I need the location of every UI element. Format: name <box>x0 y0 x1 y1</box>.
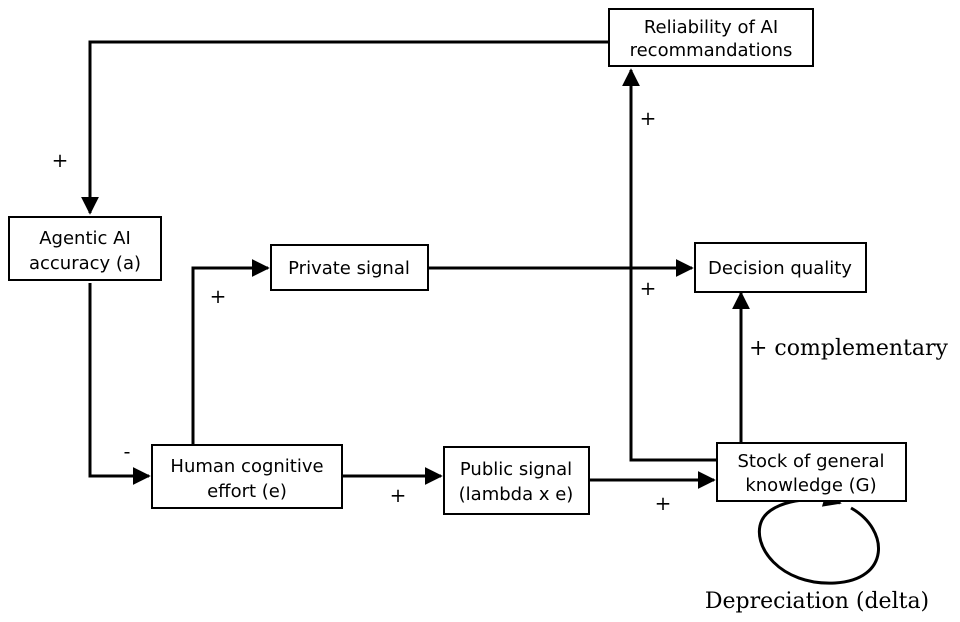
node-public-signal: Public signal (lambda x e) <box>443 446 590 515</box>
sign-stock-to-reliability: + <box>640 106 657 130</box>
node-stock-knowledge-line2: knowledge (G) <box>745 475 876 496</box>
sign-reliability-to-accuracy: + <box>52 148 69 172</box>
sign-stock-to-decision: + complementary <box>749 336 949 361</box>
sign-accuracy-to-effort: - <box>124 439 131 463</box>
depreciation-loop <box>757 489 880 585</box>
depreciation-label: Depreciation (delta) <box>705 589 929 614</box>
sign-effort-to-public: + <box>390 483 407 507</box>
edge-stock-to-reliability <box>622 68 716 462</box>
node-agentic-accuracy-line1: Agentic AI <box>39 228 131 249</box>
node-public-signal-line2: (lambda x e) <box>459 484 574 505</box>
node-agentic-accuracy-line2: accuracy (a) <box>29 253 141 274</box>
node-human-effort-line1: Human cognitive <box>170 456 323 477</box>
node-private-signal-label: Private signal <box>288 258 410 279</box>
node-human-effort-line2: effort (e) <box>207 481 287 502</box>
node-reliability-line2: recommandations <box>630 40 793 61</box>
edge-reliability-to-accuracy <box>81 40 608 215</box>
sign-effort-to-private: + <box>210 284 227 308</box>
node-stock-knowledge-line1: Stock of general <box>737 451 884 472</box>
sign-public-to-stock: + <box>655 491 672 515</box>
node-public-signal-line1: Public signal <box>460 459 572 480</box>
node-stock-knowledge: Stock of general knowledge (G) <box>716 442 907 502</box>
node-decision-quality: Decision quality <box>694 242 867 293</box>
edge-effort-to-private <box>191 259 270 447</box>
node-human-effort: Human cognitive effort (e) <box>151 444 343 509</box>
edge-accuracy-to-effort <box>88 283 151 485</box>
node-reliability-line1: Reliability of AI <box>644 17 778 38</box>
sign-private-to-decision: + <box>640 276 657 300</box>
node-private-signal: Private signal <box>270 244 429 291</box>
node-reliability: Reliability of AI recommandations <box>608 8 814 67</box>
node-agentic-accuracy: Agentic AI accuracy (a) <box>8 216 162 281</box>
node-decision-quality-label: Decision quality <box>708 258 852 279</box>
